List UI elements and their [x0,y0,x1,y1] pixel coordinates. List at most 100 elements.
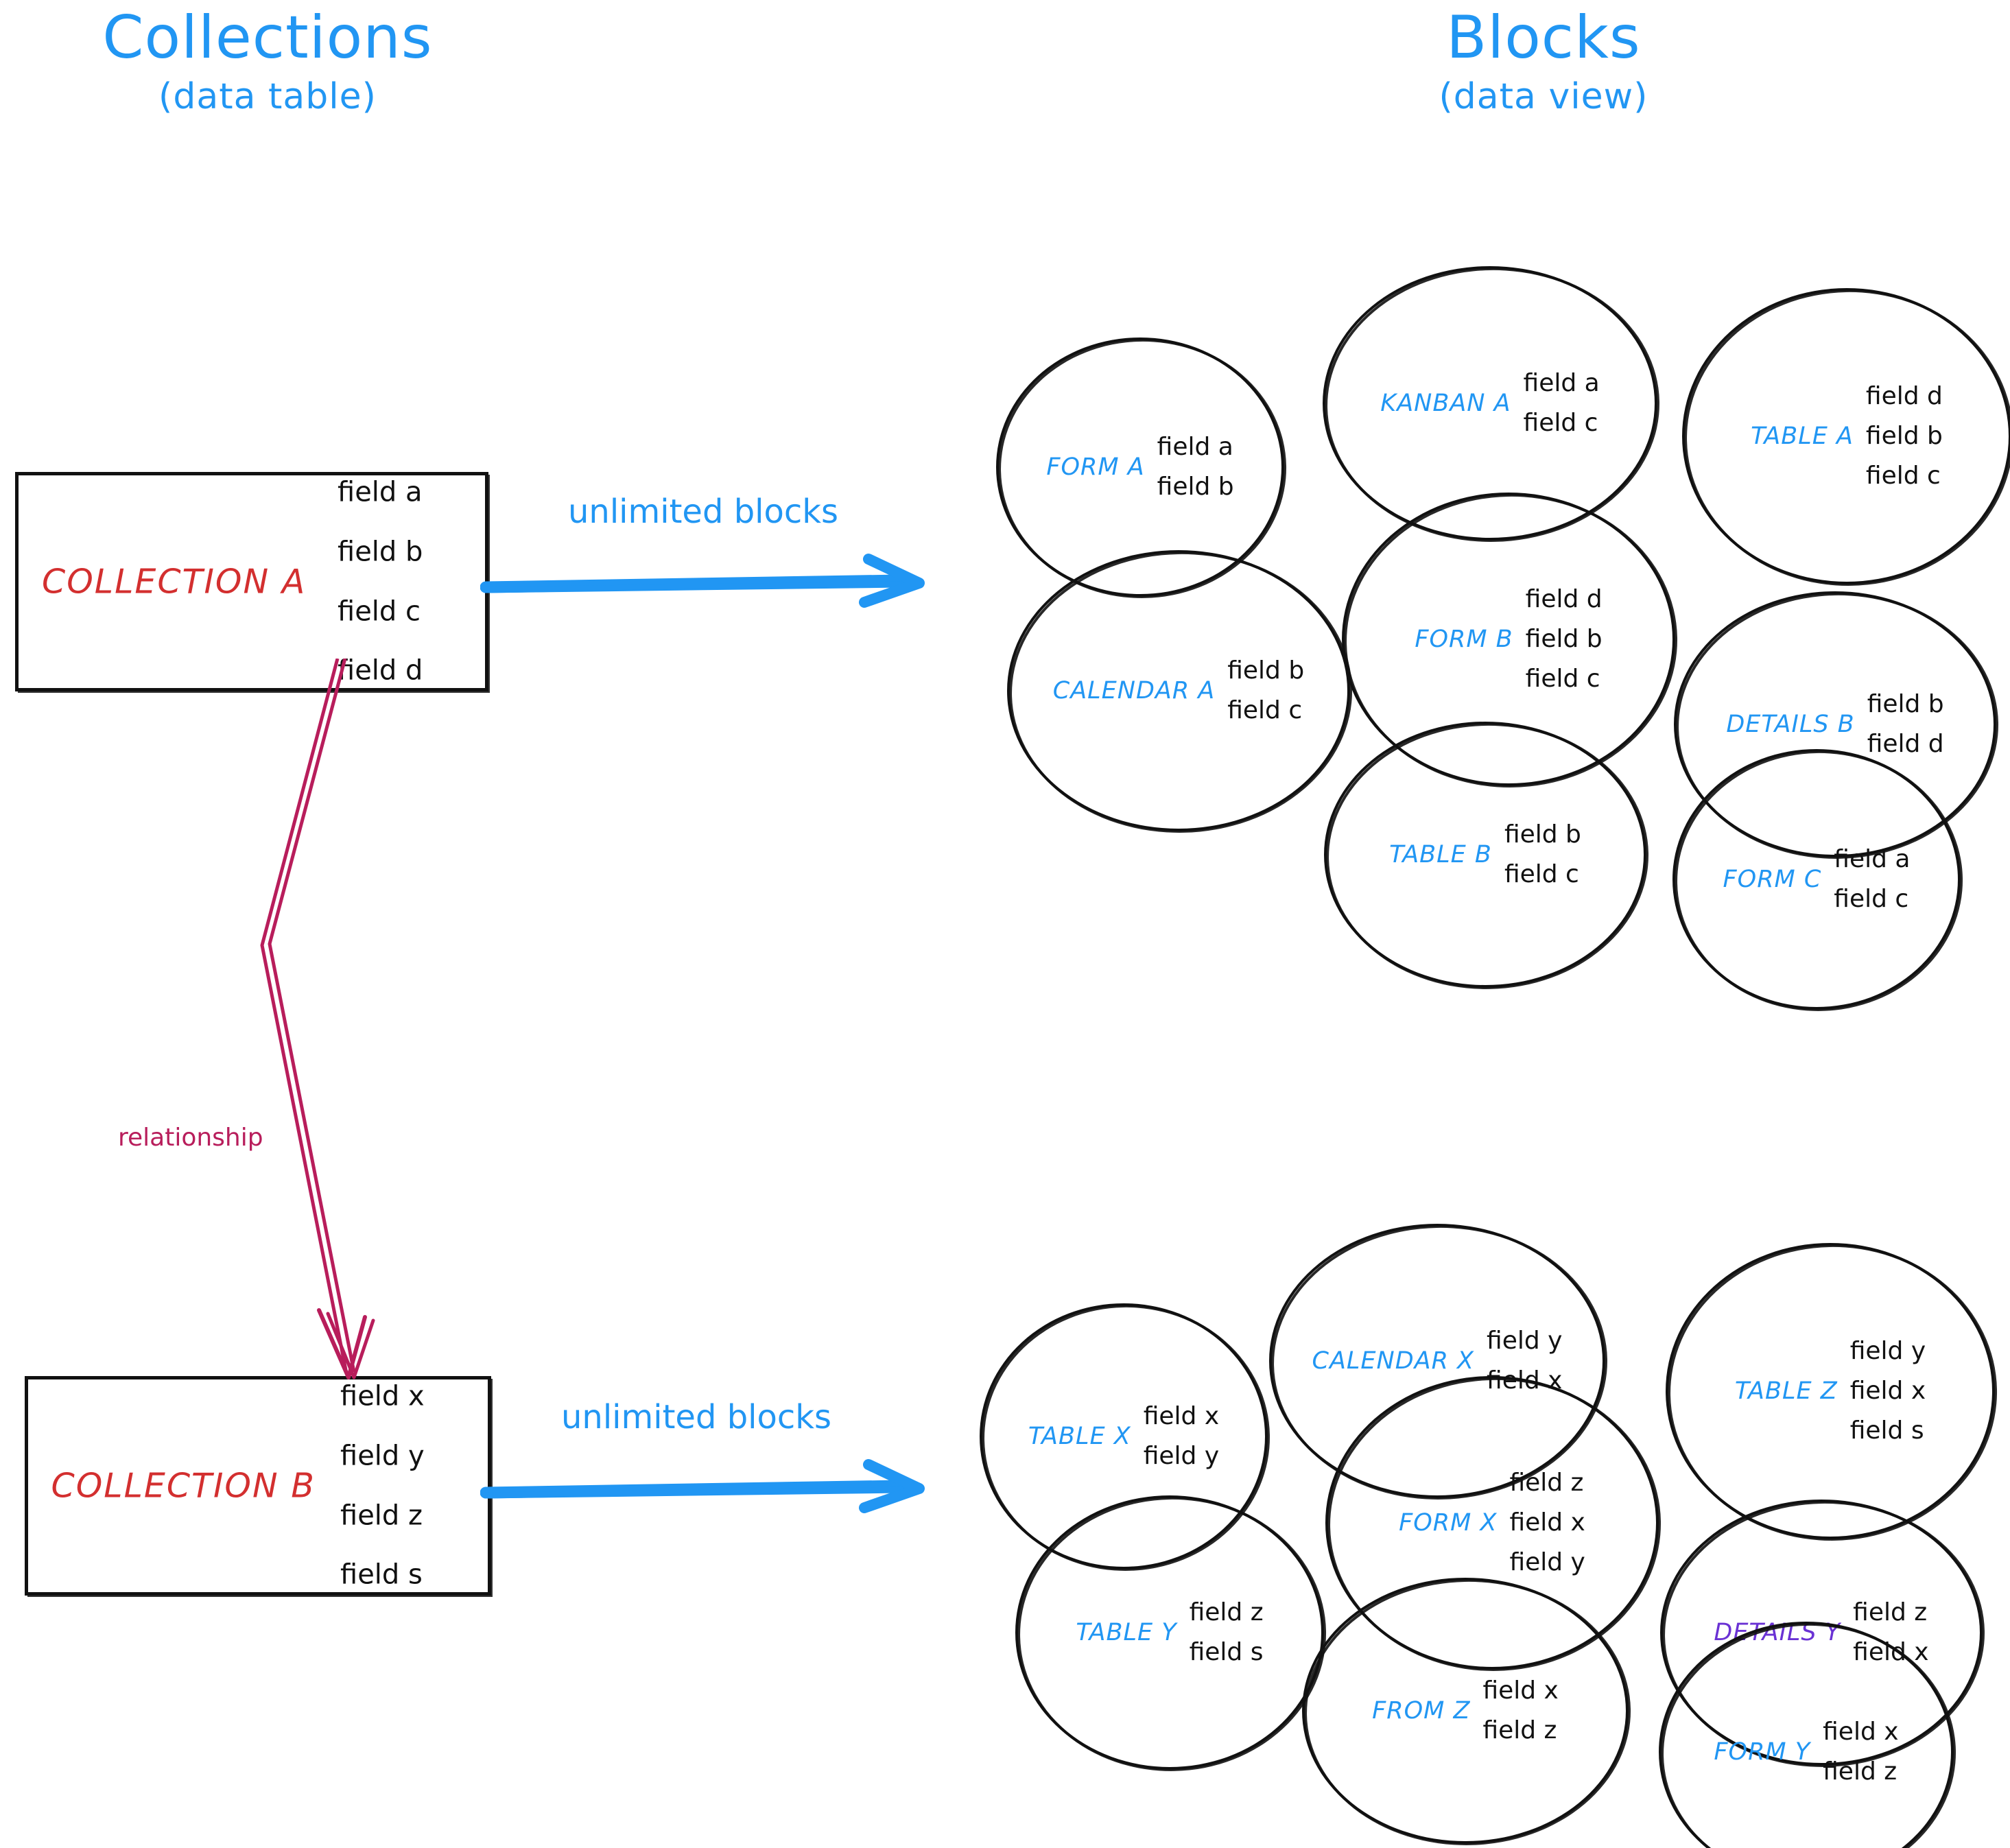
block-field: field z [1482,1716,1557,1744]
block-fields: field z field s [1190,1593,1264,1673]
block-field: field x [1143,1401,1220,1430]
block-field: field s [1849,1417,1924,1445]
block-fields: field a field c [1524,364,1600,444]
blocks-title-sub: (data view) [1439,76,1648,118]
block-field: field b [1867,689,1944,718]
collection-a-fields: field a field b field c field d [338,462,482,700]
arrow-b-icon [480,1459,925,1513]
block-field: field d [1867,730,1944,758]
collection-b-fields: field x field y field z field s [340,1366,484,1604]
collection-b-name: COLLECTION B [51,1466,316,1506]
block-field: field x [1823,1717,1899,1746]
ellipse-outline [1015,1495,1324,1770]
collections-title: Collections (data table) [27,7,508,126]
block-field: field a [1523,368,1600,397]
block-field: field a [1834,844,1911,873]
block-field: field x [1482,1676,1559,1705]
collection-a-field: field a [338,476,423,508]
block-field: field b [1865,421,1943,450]
block-field: field x [1509,1508,1585,1537]
block-table-a[interactable]: TABLE A field d field b field c [1681,286,2010,589]
block-calendar-a[interactable]: CALENDAR A field b field c [1006,548,1355,836]
relationship-connector [206,658,453,1420]
block-field: field c [1227,696,1303,724]
block-table-b[interactable]: TABLE B field b field c [1323,720,1651,993]
ellipse-outline [1007,550,1350,831]
block-fields: field b field d [1867,685,1944,765]
block-name: TABLE Z [1734,1377,1838,1405]
block-name: FORM A [1046,453,1145,481]
block-name: TABLE B [1389,841,1492,868]
block-field: field c [1504,860,1579,888]
block-name: FORM C [1723,866,1822,893]
collection-a-name: COLLECTION A [42,562,307,602]
unlimited-blocks-arrow-a [480,521,954,617]
block-name: TABLE X [1028,1423,1131,1450]
block-field: field c [1834,885,1909,913]
ellipse-outline [1324,722,1646,988]
collections-title-sub: (data table) [158,76,377,118]
block-field: field y [1849,1336,1926,1365]
block-fields: field b field c [1504,815,1581,895]
block-form-b[interactable]: FORM B field d field b field c [1340,490,1681,791]
block-field: field y [1487,1326,1563,1355]
block-field: field y [1509,1548,1585,1577]
block-name: CALENDAR X [1312,1347,1475,1375]
block-fields: field a field b [1157,427,1234,508]
block-field: field c [1865,462,1941,490]
block-fields: field x field z [1482,1671,1558,1751]
block-fields: field y field x field s [1850,1331,1926,1452]
ellipse-outline [1682,288,2010,584]
block-fields: field x field z [1823,1712,1898,1792]
unlimited-blocks-label-a: unlimited blocks [568,493,839,531]
block-field: field z [1853,1598,1928,1626]
block-fields: field a field c [1834,840,1910,920]
unlimited-blocks-label-b: unlimited blocks [561,1398,832,1436]
blocks-title-main: Blocks [1446,3,1641,72]
block-details-b[interactable]: DETAILS B field b field d [1673,589,2001,862]
block-field: field a [1157,432,1233,461]
block-name: CALENDAR A [1052,677,1216,704]
ellipse-outline [1672,749,1961,1010]
block-field: field b [1525,624,1603,653]
block-field: field c [1523,409,1598,437]
collection-a-field: field b [338,536,423,568]
collections-title-main: Collections [102,3,433,72]
block-fields: field d field b field c [1526,580,1603,700]
block-name: FORM X [1399,1509,1498,1537]
block-field: field y [1143,1442,1220,1470]
block-name: FORM Y [1714,1738,1811,1766]
block-field: field b [1157,473,1234,501]
block-name: TABLE A [1751,423,1854,450]
block-table-x[interactable]: TABLE X field x field y [979,1301,1273,1574]
arrow-a-icon [480,554,925,608]
block-name: KANBAN A [1380,390,1511,417]
block-field: field b [1227,656,1305,685]
ellipse-outline [1302,1578,1629,1844]
block-fields: field z field x field y [1509,1463,1585,1583]
block-name: DETAILS B [1726,711,1855,738]
block-table-z[interactable]: TABLE Z field y field x field s [1664,1241,2000,1544]
block-name: TABLE Y [1076,1619,1177,1646]
ellipse-outline [1659,1622,1954,1848]
relationship-arrow-icon [260,658,375,1379]
block-name: FORM B [1415,626,1513,653]
relationship-label: relationship [118,1124,263,1152]
block-fields: field d field b field c [1866,377,1943,497]
block-table-y[interactable]: TABLE Y field z field s [1015,1493,1329,1775]
block-kanban-a[interactable]: KANBAN A field a field c [1322,264,1662,545]
block-field: field x [1849,1376,1926,1405]
block-form-c[interactable]: FORM C field a field c [1672,747,1965,1014]
block-form-y[interactable]: FORM Y field x field z [1658,1620,1959,1848]
block-from-z[interactable]: FROM Z field x field z [1301,1576,1633,1848]
block-field: field c [1525,665,1600,694]
block-field: field b [1504,820,1581,849]
collection-a-box[interactable]: COLLECTION A field a field b field c fie… [15,472,488,691]
blocks-title: Blocks (data view) [1303,7,1784,126]
collection-b-field: field x [340,1380,425,1412]
block-fields: field b field c [1227,651,1304,731]
collection-b-field: field z [340,1500,423,1531]
collection-b-box[interactable]: COLLECTION B field x field y field z fie… [25,1376,491,1596]
block-field: field d [1865,381,1943,410]
